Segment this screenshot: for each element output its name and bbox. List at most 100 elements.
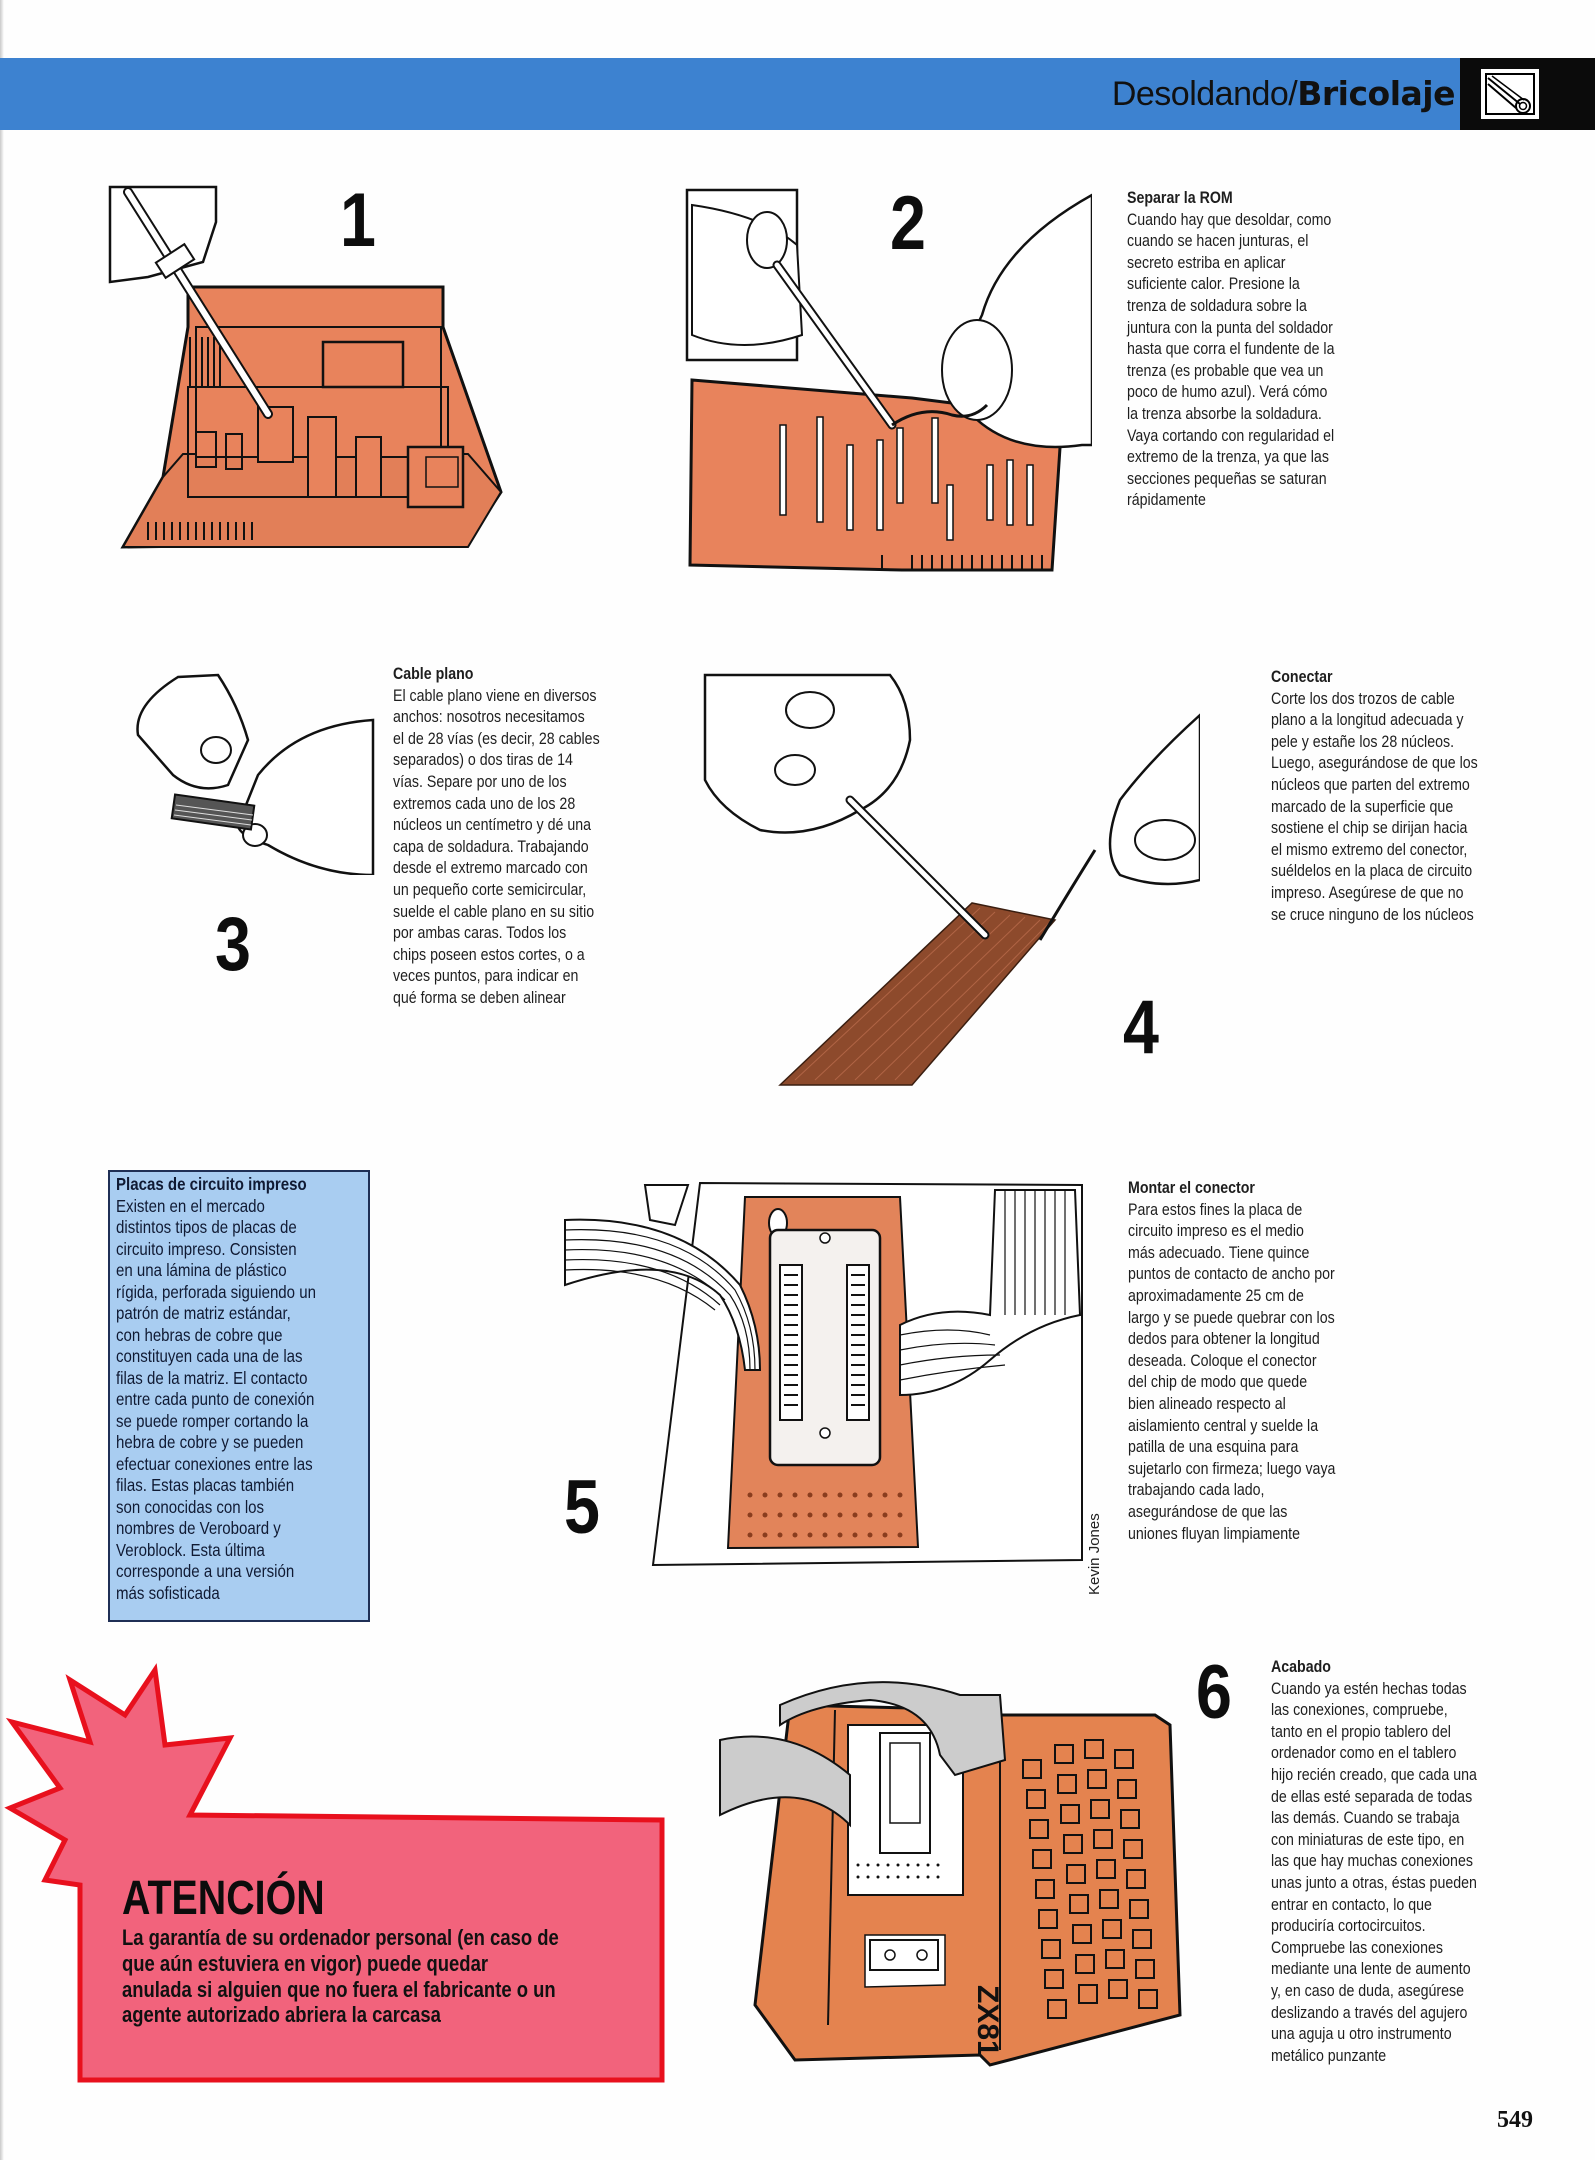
info-box-title: Placas de circuito impreso bbox=[116, 1174, 307, 1194]
text-line: poco de humo azul). Verá cómo bbox=[1127, 383, 1328, 402]
text-line: impreso. Asegúrese de que no bbox=[1271, 883, 1464, 902]
text-line: Compruebe las conexiones bbox=[1271, 1938, 1443, 1957]
info-box-text: Placas de circuito impreso Existen en el… bbox=[116, 1174, 374, 1604]
warning-body: La garantía de su ordenador personal (en… bbox=[122, 1925, 647, 2028]
step1-illustration bbox=[108, 185, 503, 549]
text-line: núcleos un centímetro y dé una bbox=[393, 816, 592, 835]
text-line: patrón de matriz estándar, bbox=[116, 1303, 291, 1323]
text-line: del chip de modo que quede bbox=[1128, 1373, 1308, 1392]
text-line: con hebras de cobre que bbox=[116, 1324, 283, 1345]
text-line: uniones fluyan limpiamente bbox=[1128, 1524, 1300, 1543]
text-line: anchos: nosotros necesitamos bbox=[393, 708, 585, 727]
text-line: suficiente calor. Presione la bbox=[1127, 275, 1300, 294]
step6-title: Acabado bbox=[1271, 1658, 1331, 1676]
text-line: aislamiento central y suelde la bbox=[1128, 1416, 1319, 1435]
section-title-regular: Desoldando/ bbox=[1111, 75, 1298, 113]
text-line: las que hay muchas conexiones bbox=[1271, 1852, 1473, 1871]
text-line: trabajando cada lado, bbox=[1128, 1481, 1265, 1500]
text-line: suelde el cable plano en su sitio bbox=[393, 902, 595, 921]
text-line: el mismo extremo del conector, bbox=[1271, 840, 1468, 859]
step-number-1: 1 bbox=[340, 178, 376, 263]
text-line: aproximadamente 25 cm de bbox=[1128, 1286, 1304, 1305]
text-line: produciría cortocircuitos. bbox=[1271, 1917, 1426, 1936]
step5-text: Montar el conector Para estos fines la p… bbox=[1128, 1178, 1408, 1545]
text-line: Vaya cortando con regularidad el bbox=[1127, 426, 1335, 445]
text-line: distintos tipos de placas de bbox=[116, 1217, 297, 1237]
text-line: chips poseen estos cortes, o a bbox=[393, 945, 585, 964]
text-line: Veroblock. Esta última bbox=[116, 1539, 265, 1560]
text-line: constituyen cada una de las bbox=[116, 1346, 303, 1366]
header-band bbox=[0, 58, 1460, 130]
text-line: extremos cada uno de los 28 bbox=[393, 794, 576, 813]
text-line: Para estos fines la placa de bbox=[1128, 1200, 1303, 1219]
text-line: filas. Estas placas también bbox=[116, 1475, 295, 1495]
step3-illustration bbox=[136, 673, 375, 875]
text-line: Cuando ya estén hechas todas bbox=[1271, 1679, 1467, 1698]
step4-title: Conectar bbox=[1271, 668, 1333, 686]
text-line: más sofisticada bbox=[116, 1582, 220, 1603]
step2-title: Separar la ROM bbox=[1127, 189, 1233, 207]
text-line: corresponde a una versión bbox=[116, 1561, 295, 1581]
text-line: Corte los dos trozos de cable bbox=[1271, 689, 1455, 708]
text-line: tanto en el propio tablero del bbox=[1271, 1722, 1451, 1741]
zx81-label: ZX81 bbox=[971, 1985, 1004, 2057]
text-line: se puede romper cortando la bbox=[116, 1410, 309, 1431]
text-line: entrar en contacto, lo que bbox=[1271, 1895, 1432, 1914]
step4-text: Conectar Corte los dos trozos de cable p… bbox=[1271, 667, 1546, 926]
step-number-4: 4 bbox=[1123, 985, 1159, 1070]
text-line: vías. Separe por uno de los bbox=[393, 772, 567, 791]
page-gutter-shadow bbox=[0, 0, 4, 2160]
text-line: mediante una lente de aumento bbox=[1271, 1960, 1471, 1979]
text-line: juntura con la punta del soldador bbox=[1127, 318, 1333, 337]
text-line: por ambas caras. Todos los bbox=[393, 924, 567, 943]
text-line: veces puntos, para indicar en bbox=[393, 967, 579, 986]
step-number-2: 2 bbox=[890, 181, 926, 266]
warning-title: ATENCIÓN bbox=[122, 1872, 325, 1925]
text-line: Cuando hay que desoldar, como bbox=[1127, 210, 1332, 229]
text-line: se cruce ninguno de los núcleos bbox=[1271, 905, 1474, 924]
text-line: el de 28 vías (es decir, 28 cables bbox=[393, 729, 600, 748]
text-line: filas de la matriz. El contacto bbox=[116, 1367, 308, 1388]
text-line: suéldelos en la placa de circuito bbox=[1271, 862, 1473, 881]
text-line: dedos para obtener la longitud bbox=[1128, 1330, 1320, 1349]
text-line: desde el extremo marcado con bbox=[393, 859, 588, 878]
text-line: patilla de una esquina para bbox=[1128, 1438, 1299, 1457]
text-line: deseada. Coloque el conector bbox=[1128, 1351, 1317, 1370]
text-line: El cable plano viene en diversos bbox=[393, 686, 597, 705]
info-box-circuit-boards: Placas de circuito impreso Existen en el… bbox=[108, 1170, 370, 1622]
text-line: las conexiones, compruebe, bbox=[1271, 1701, 1448, 1720]
text-line: de ellas esté separada de todas bbox=[1271, 1787, 1473, 1806]
step3-text: Cable plano El cable plano viene en dive… bbox=[393, 664, 668, 1010]
text-line: en una lámina de plástico bbox=[116, 1260, 287, 1280]
text-line: que aún estuviera en vigor) puede quedar bbox=[122, 1950, 489, 1976]
text-line: trenza de soldadura sobre la bbox=[1127, 296, 1307, 315]
soldering-iron-icon bbox=[1481, 69, 1539, 119]
step6-illustration: ZX81 bbox=[719, 1681, 1182, 2067]
text-line: puntos de contacto de ancho por bbox=[1128, 1265, 1335, 1284]
text-line: núcleos que parten del extremo bbox=[1271, 775, 1470, 794]
text-line: secreto estriba en aplicar bbox=[1127, 253, 1286, 272]
text-line: efectuar conexiones entre las bbox=[116, 1453, 313, 1474]
text-line: plano a la longitud adecuada y bbox=[1271, 711, 1464, 730]
step-number-6: 6 bbox=[1196, 1650, 1232, 1735]
text-line: separados) o dos tiras de 14 bbox=[393, 751, 573, 770]
illustrator-credit: Kevin Jones bbox=[1086, 1513, 1103, 1595]
text-line: hebra de cobre y se pueden bbox=[116, 1432, 304, 1452]
step2-illustration bbox=[685, 188, 1092, 572]
text-line: más adecuado. Tiene quince bbox=[1128, 1243, 1310, 1262]
text-line: con miniaturas de este tipo, en bbox=[1271, 1830, 1465, 1849]
section-logo bbox=[1460, 58, 1595, 130]
step-number-3: 3 bbox=[215, 902, 251, 987]
text-line: extremo de la trenza, ya que las bbox=[1127, 448, 1329, 467]
page-number: 549 bbox=[1497, 2107, 1533, 2133]
text-line: qué forma se deben alinear bbox=[393, 988, 566, 1007]
text-line: sujetarlo con firmeza; luego vaya bbox=[1128, 1459, 1336, 1478]
text-line: secciones pequeñas se saturan bbox=[1127, 469, 1327, 488]
text-line: rápidamente bbox=[1127, 491, 1206, 510]
text-line: son conocidas con los bbox=[116, 1496, 265, 1517]
step5-title: Montar el conector bbox=[1128, 1179, 1255, 1197]
text-line: nombres de Veroboard y bbox=[116, 1518, 281, 1538]
text-line: una aguja u otro instrumento bbox=[1271, 2025, 1452, 2044]
text-line: circuito impreso. Consisten bbox=[116, 1238, 297, 1259]
text-line: La garantía de su ordenador personal (en… bbox=[122, 1925, 559, 1950]
